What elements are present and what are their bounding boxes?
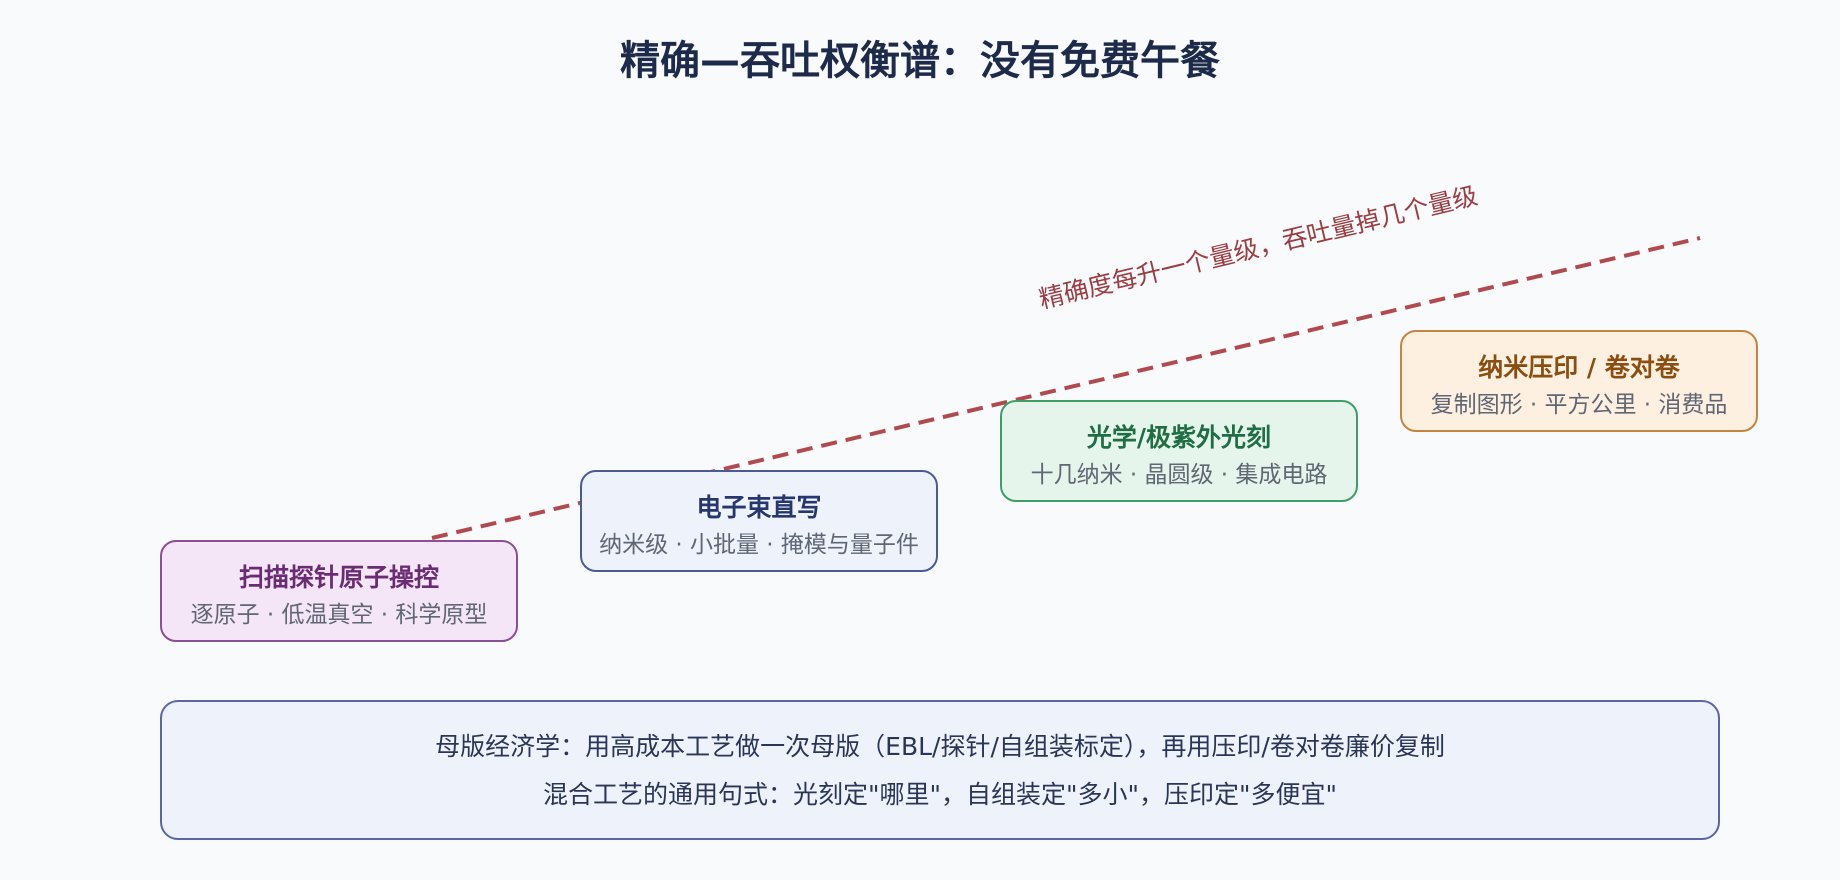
stage-subtitle: 十几纳米 · 晶圆级 · 集成电路 <box>1030 462 1328 488</box>
summary-note-box: 母版经济学：用高成本工艺做一次母版（EBL/探针/自组装标定），再用压印/卷对卷… <box>160 700 1720 840</box>
stage-title: 电子束直写 <box>696 493 822 522</box>
stage-title: 扫描探针原子操控 <box>238 563 439 592</box>
stage-subtitle: 纳米级 · 小批量 · 掩模与量子件 <box>599 532 919 558</box>
stage-title: 光学/极紫外光刻 <box>1086 423 1272 452</box>
stage-subtitle: 逐原子 · 低温真空 · 科学原型 <box>190 602 488 628</box>
diagram-title: 精确—吞吐权衡谱：没有免费午餐 <box>620 38 1220 84</box>
stage-title: 纳米压印 / 卷对卷 <box>1478 353 1680 382</box>
stage-box-electron-beam: 电子束直写 纳米级 · 小批量 · 掩模与量子件 <box>580 470 938 572</box>
note-line-hybrid-process: 混合工艺的通用句式：光刻定"哪里"，自组装定"多小"，压印定"多便宜" <box>543 780 1337 809</box>
stage-box-nanoimprint-roll-to-roll: 纳米压印 / 卷对卷 复制图形 · 平方公里 · 消费品 <box>1400 330 1758 432</box>
note-line-master-economics: 母版经济学：用高成本工艺做一次母版（EBL/探针/自组装标定），再用压印/卷对卷… <box>435 732 1445 761</box>
stage-box-scanning-probe: 扫描探针原子操控 逐原子 · 低温真空 · 科学原型 <box>160 540 518 642</box>
stage-subtitle: 复制图形 · 平方公里 · 消费品 <box>1430 392 1728 418</box>
trend-line <box>431 236 1701 540</box>
stage-box-optical-euv-lithography: 光学/极紫外光刻 十几纳米 · 晶圆级 · 集成电路 <box>1000 400 1358 502</box>
